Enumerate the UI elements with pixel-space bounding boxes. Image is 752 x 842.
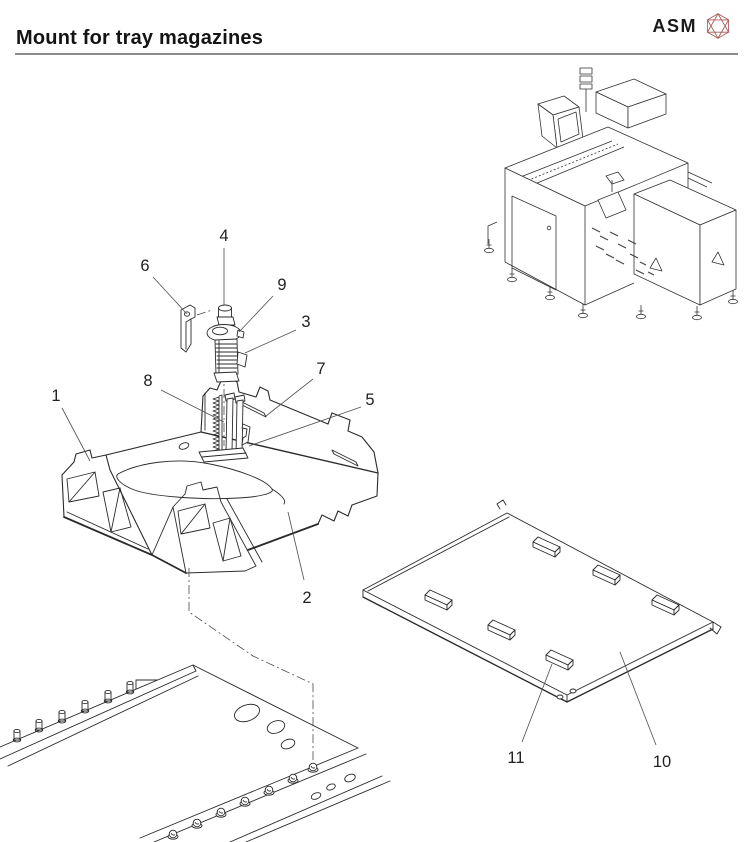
work-area-hatch xyxy=(591,227,655,276)
callout-label-10: 10 xyxy=(653,753,671,771)
callout-label-8: 8 xyxy=(143,372,152,390)
callouts: 1 2 3 4 5 6 7 8 9 10 11 xyxy=(51,227,671,771)
callout-label-6: 6 xyxy=(140,257,149,275)
clamp-assembly-drawing xyxy=(206,304,248,383)
callout-label-2: 2 xyxy=(302,589,311,607)
callout-leader-10 xyxy=(619,651,657,746)
callout-leader-5 xyxy=(248,406,362,447)
logo-text: ASM xyxy=(652,15,697,36)
callout-label-11: 11 xyxy=(507,749,524,767)
callout-label-3: 3 xyxy=(301,313,310,331)
bracket-centerline xyxy=(196,309,213,316)
callout-leader-11 xyxy=(521,663,553,743)
callout-label-5: 5 xyxy=(365,391,374,409)
callout-leader-6 xyxy=(152,276,188,315)
callout-leader-9 xyxy=(238,295,274,333)
callout-leader-8 xyxy=(160,389,225,423)
rack-and-guide-drawing xyxy=(198,392,251,463)
callout-leader-7 xyxy=(265,378,314,417)
drop-centerline xyxy=(188,568,314,764)
callout-label-9: 9 xyxy=(277,276,286,294)
machine-overview-drawing xyxy=(484,67,738,321)
asm-logo: ASM xyxy=(653,11,733,41)
callout-leader-2 xyxy=(287,511,305,581)
callout-leader-3 xyxy=(244,329,297,354)
asm-hexagon-logo-icon xyxy=(706,12,730,40)
callout-leader-1 xyxy=(61,407,91,462)
page-title: Mount for tray magazines xyxy=(16,27,264,49)
bracket-part6-drawing xyxy=(180,304,196,353)
tray-mount-drawing xyxy=(61,377,379,574)
callout-label-7: 7 xyxy=(316,360,325,378)
callout-label-1: 1 xyxy=(51,387,60,405)
cover-plate-drawing xyxy=(362,499,722,703)
title-rule xyxy=(15,53,738,55)
base-plate-drawing xyxy=(0,664,391,842)
callout-label-4: 4 xyxy=(219,227,228,245)
